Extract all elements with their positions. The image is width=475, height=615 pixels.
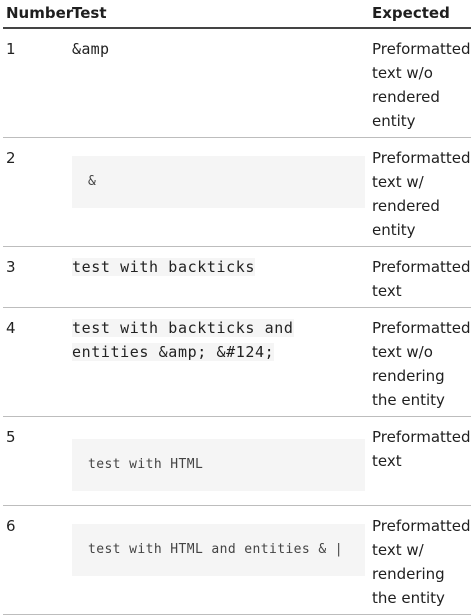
table-header-row: Number Test Expected bbox=[3, 0, 471, 29]
row-number: 4 bbox=[3, 307, 69, 417]
table-row: 4 test with backticks and entities &amp;… bbox=[3, 307, 471, 417]
table-row: 1 &amp Preformatted text w/o rendered en… bbox=[3, 28, 471, 138]
row-test: test with HTML bbox=[69, 416, 369, 506]
row-number: 5 bbox=[3, 416, 69, 506]
row-number: 1 bbox=[3, 28, 69, 138]
header-expected: Expected bbox=[369, 0, 471, 29]
row-test: test with backticks and entities &amp; &… bbox=[69, 307, 369, 417]
test-table: Number Test Expected 1 &amp Preformatted… bbox=[3, 0, 471, 615]
row-test: test with HTML and entities & | bbox=[69, 505, 369, 615]
test-code-block: & bbox=[72, 156, 365, 208]
row-expected: Preformatted text w/o rendered entity bbox=[369, 28, 471, 138]
row-expected: Preformatted text w/o rendering the enti… bbox=[369, 307, 471, 417]
header-test: Test bbox=[69, 0, 369, 29]
row-test: &amp bbox=[69, 28, 369, 138]
test-code: &amp bbox=[72, 40, 110, 58]
test-code-block: test with HTML bbox=[72, 439, 365, 491]
header-number: Number bbox=[3, 0, 73, 29]
table-row: 6 test with HTML and entities & | Prefor… bbox=[3, 505, 471, 615]
row-number: 6 bbox=[3, 505, 69, 615]
table-row: 3 test with backticks Preformatted text bbox=[3, 246, 471, 308]
table-row: 2 & Preformatted text w/ rendered entity bbox=[3, 137, 471, 247]
row-test: test with backticks bbox=[69, 246, 369, 308]
row-test: & bbox=[69, 137, 369, 247]
row-expected: Preformatted text w/ rendering the entit… bbox=[369, 505, 471, 615]
test-code-block: test with HTML and entities & | bbox=[72, 524, 365, 576]
row-expected: Preformatted text w/ rendered entity bbox=[369, 137, 471, 247]
test-inline-code: test with backticks and entities &amp; &… bbox=[72, 319, 294, 361]
table-row: 5 test with HTML Preformatted text bbox=[3, 416, 471, 506]
row-number: 3 bbox=[3, 246, 69, 308]
row-expected: Preformatted text bbox=[369, 246, 471, 308]
row-number: 2 bbox=[3, 137, 69, 247]
test-inline-code: test with backticks bbox=[72, 258, 255, 276]
row-expected: Preformatted text bbox=[369, 416, 471, 506]
